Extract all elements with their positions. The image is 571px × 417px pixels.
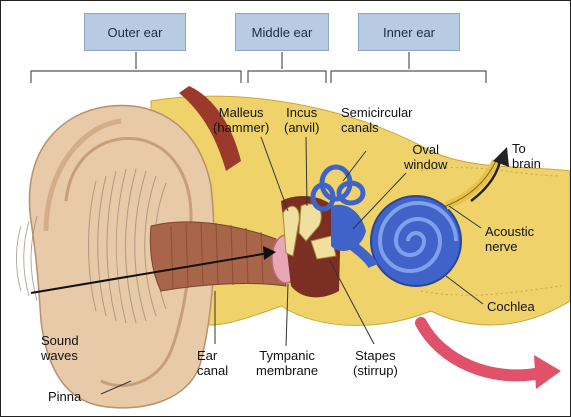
label-pinna: Pinna — [48, 389, 81, 404]
label-sound-waves: Sound waves — [41, 333, 79, 363]
label-tympanic-membrane: Tympanic membrane — [256, 348, 318, 378]
label-semicircular-canals: Semicircular canals — [341, 105, 413, 135]
label-to-brain: To brain — [512, 141, 541, 171]
signal-arrow — [421, 323, 541, 375]
signal-arrowhead — [534, 355, 561, 389]
label-oval-window: Oval window — [404, 142, 447, 172]
label-cochlea: Cochlea — [487, 299, 535, 314]
label-acoustic-nerve: Acoustic nerve — [485, 224, 534, 254]
label-malleus: Malleus (hammer) — [213, 105, 269, 135]
label-incus: Incus (anvil) — [284, 105, 319, 135]
section-brackets — [31, 52, 486, 83]
label-stapes: Stapes (stirrup) — [353, 348, 398, 378]
label-ear-canal: Ear canal — [197, 348, 228, 378]
